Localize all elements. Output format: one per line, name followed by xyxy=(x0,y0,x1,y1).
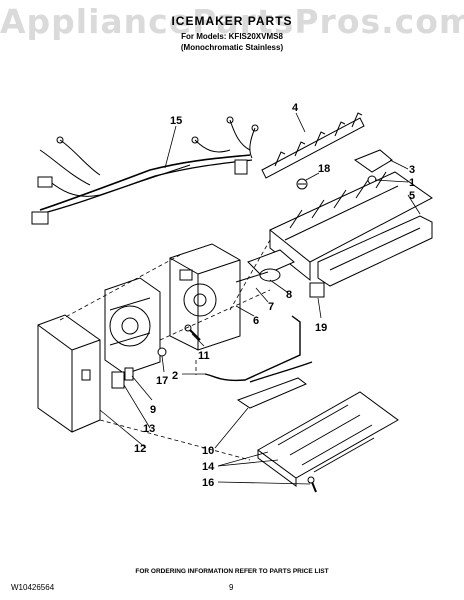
watermark: AppliancePartsPros.com xyxy=(0,2,464,41)
callout-6: 6 xyxy=(253,315,259,327)
thermostat-part xyxy=(309,282,325,298)
callout-8: 8 xyxy=(286,289,292,301)
control-housing-part xyxy=(169,243,241,351)
screw-part xyxy=(296,178,308,190)
callout-15: 15 xyxy=(170,115,182,127)
callout-5: 5 xyxy=(409,190,415,202)
motor-part xyxy=(235,249,295,283)
front-cover-part xyxy=(104,277,161,375)
ice-mold-part xyxy=(269,171,433,282)
screw-part xyxy=(157,347,167,357)
callout-13: 13 xyxy=(143,423,155,435)
callout-1: 1 xyxy=(409,177,415,189)
callout-12: 12 xyxy=(134,443,146,455)
heater-part xyxy=(317,215,433,287)
screw-part xyxy=(184,324,201,341)
callout-11: 11 xyxy=(198,350,210,362)
callout-18: 18 xyxy=(318,163,330,175)
outer-cover-part xyxy=(37,314,101,433)
shutoff-arm-part xyxy=(204,315,313,383)
callout-7: 7 xyxy=(268,301,274,313)
callout-10: 10 xyxy=(202,445,214,457)
callout-4: 4 xyxy=(292,102,299,114)
mounting-bracket-part xyxy=(257,391,399,487)
screw-part xyxy=(307,476,317,493)
callout-2: 2 xyxy=(172,370,178,382)
wire-harness-part xyxy=(31,116,259,225)
callout-16: 16 xyxy=(202,477,214,489)
callout-3: 3 xyxy=(409,164,415,176)
callout-19: 19 xyxy=(315,322,327,334)
callout-9: 9 xyxy=(150,404,156,416)
callout-14: 14 xyxy=(202,461,215,473)
model-line: For Models: KFIS20XVMS8 xyxy=(181,32,283,41)
variant-line: (Monochromatic Stainless) xyxy=(180,43,284,52)
assembly-guide-lines xyxy=(59,239,271,461)
ejector-part xyxy=(261,112,365,179)
arm-cover-part xyxy=(236,377,307,409)
document-number: W10426564 xyxy=(11,583,55,592)
callout-17: 17 xyxy=(156,375,168,387)
page-number: 9 xyxy=(229,583,234,592)
ordering-note: FOR ORDERING INFORMATION REFER TO PARTS … xyxy=(135,568,329,575)
diagram-title: ICEMAKER PARTS xyxy=(171,14,293,28)
callout-leader-lines xyxy=(99,112,421,485)
switch-part xyxy=(111,367,134,389)
